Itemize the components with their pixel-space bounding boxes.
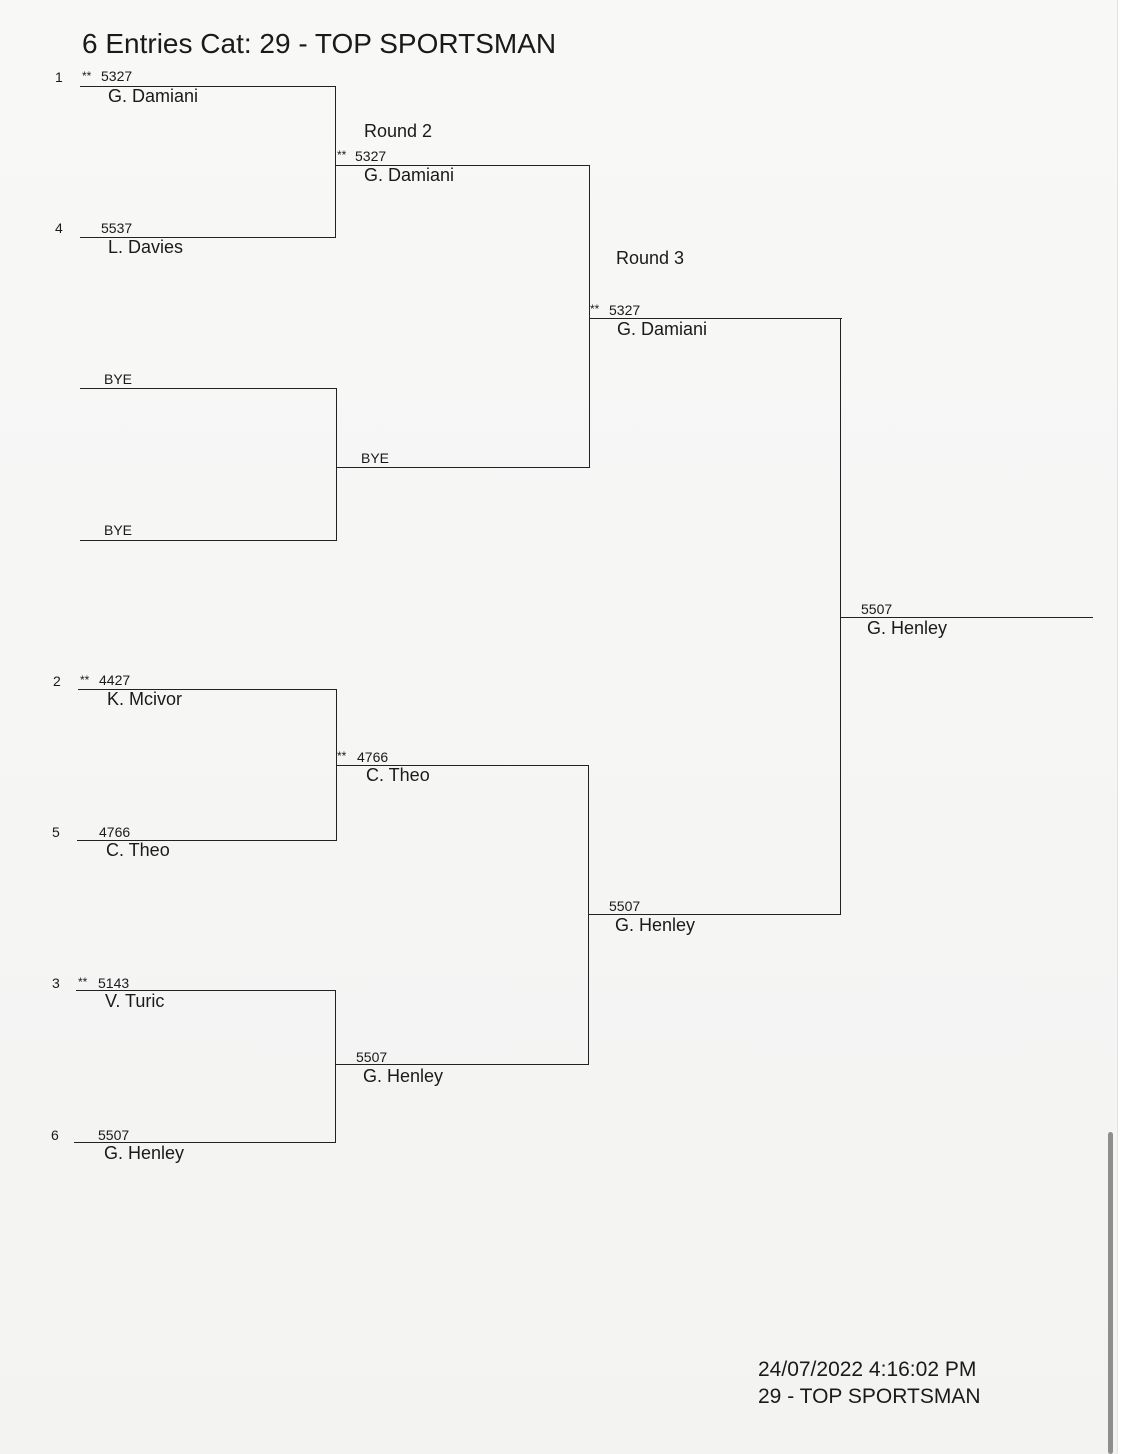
winner-number: 5507 [861, 601, 893, 617]
bracket-line [80, 237, 336, 238]
bracket-connector [840, 318, 841, 915]
seed-mark: ** [337, 148, 347, 162]
seed-mark: ** [78, 975, 88, 989]
seed-number: 3 [52, 975, 60, 991]
competitor-name: G. Henley [104, 1143, 185, 1163]
competitor-name: G. Damiani [364, 165, 455, 185]
bracket-line [336, 467, 589, 468]
bracket-connector [335, 86, 336, 238]
competitor-name: BYE [361, 450, 390, 466]
competitor-number: 5507 [98, 1127, 130, 1143]
scrollbar-thumb[interactable] [1108, 1132, 1113, 1454]
bracket-connector [588, 765, 589, 1065]
page-title: 6 Entries Cat: 29 - TOP SPORTSMAN [82, 28, 557, 59]
competitor-number: 5143 [98, 975, 130, 991]
bracket-connector [589, 165, 590, 468]
competitor-number: 5507 [356, 1049, 388, 1065]
bracket-line [336, 765, 589, 766]
bracket-connector [336, 388, 337, 541]
competitor-number: 5327 [101, 68, 133, 84]
competitor-name: BYE [104, 371, 133, 387]
bracket-line [76, 990, 336, 991]
footer-category: 29 - TOP SPORTSMAN [758, 1385, 981, 1408]
competitor-number: 5537 [101, 220, 133, 236]
bracket-line [80, 540, 337, 541]
round-label: Round 2 [364, 121, 433, 141]
competitor-number: 4427 [99, 672, 131, 688]
bracket-line [80, 86, 336, 87]
bracket-line [78, 689, 337, 690]
bracket-line [335, 1064, 588, 1065]
competitor-number: 4766 [357, 749, 389, 765]
competitor-name: BYE [104, 522, 133, 538]
seed-number: 1 [55, 69, 63, 85]
competitor-name: K. Mcivor [107, 689, 183, 709]
competitor-number: 5327 [609, 302, 641, 318]
competitor-name: L. Davies [108, 237, 184, 257]
bracket-line [80, 388, 337, 389]
competitor-number: 5507 [609, 898, 641, 914]
round-label: Round 3 [616, 248, 685, 268]
bracket-line [77, 840, 337, 841]
seed-mark: ** [80, 673, 90, 687]
bracket-line [588, 914, 840, 915]
competitor-name: G. Damiani [108, 86, 199, 106]
bracket-line [840, 617, 1093, 618]
competitor-number: 5327 [355, 148, 387, 164]
seed-number: 5 [52, 824, 60, 840]
bracket-line [589, 318, 842, 319]
seed-number: 2 [53, 673, 61, 689]
competitor-name: G. Damiani [617, 319, 708, 339]
bracket-line [335, 165, 590, 166]
seed-mark: ** [82, 69, 92, 83]
competitor-name: V. Turic [105, 991, 165, 1011]
bracket-line [74, 1142, 335, 1143]
competitor-number: 4766 [99, 824, 131, 840]
seed-number: 4 [55, 220, 63, 236]
winner-name: G. Henley [867, 618, 948, 638]
seed-mark: ** [590, 302, 600, 316]
seed-number: 6 [51, 1127, 59, 1143]
competitor-name: G. Henley [363, 1066, 444, 1086]
bracket-connector [335, 990, 336, 1143]
competitor-name: C. Theo [366, 765, 430, 785]
seed-mark: ** [337, 749, 347, 763]
print-timestamp: 24/07/2022 4:16:02 PM [758, 1358, 977, 1381]
scrollbar-track[interactable] [1117, 0, 1125, 1454]
competitor-name: C. Theo [106, 840, 170, 860]
competitor-name: G. Henley [615, 915, 696, 935]
